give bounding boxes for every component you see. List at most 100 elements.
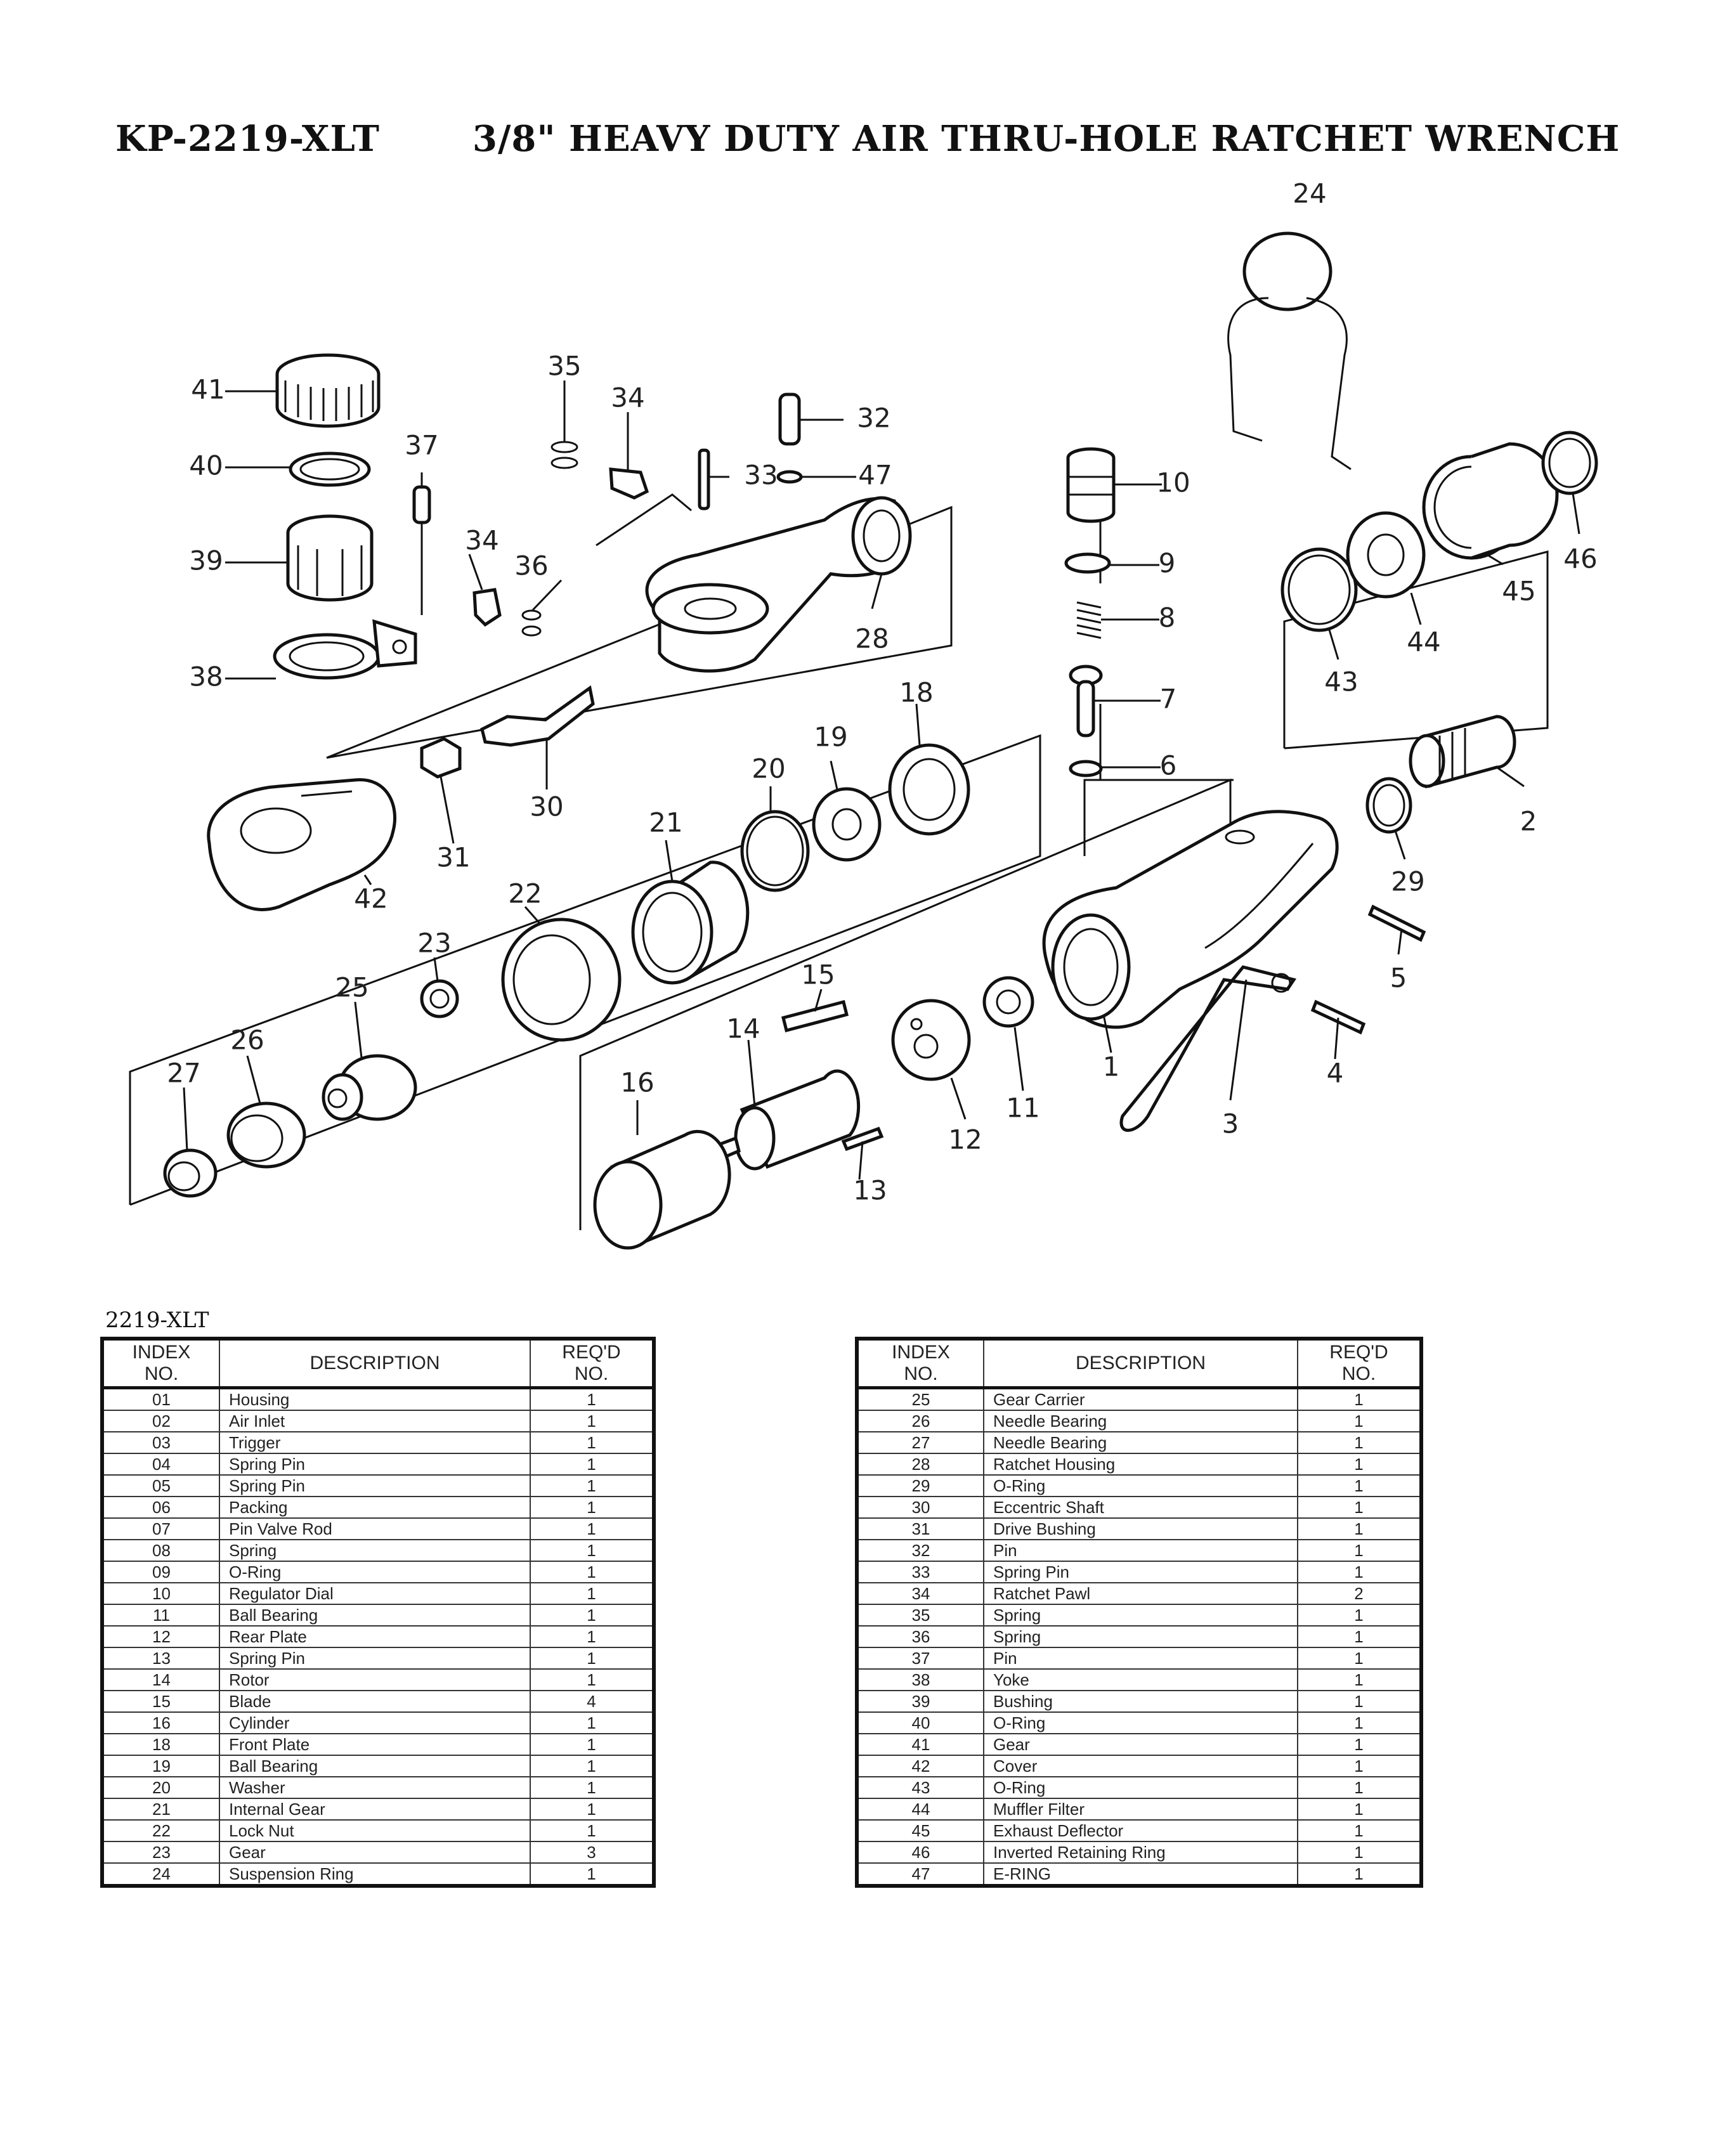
part-index: 18 — [100, 1733, 220, 1756]
callout-44: 44 — [1407, 627, 1440, 658]
part-quantity: 1 — [530, 1410, 656, 1432]
part-quantity: 1 — [530, 1798, 656, 1821]
callout-46: 46 — [1563, 543, 1597, 575]
part-quantity: 1 — [1297, 1647, 1423, 1670]
part-19-ball-bearing — [812, 787, 882, 862]
part-index: 44 — [855, 1798, 984, 1821]
part-quantity: 1 — [530, 1539, 656, 1562]
part-index: 40 — [855, 1711, 984, 1734]
part-quantity: 1 — [530, 1496, 656, 1519]
callout-9: 9 — [1159, 548, 1176, 579]
callout-29: 29 — [1391, 866, 1424, 897]
part-description: Blade — [219, 1690, 531, 1713]
part-index: 20 — [100, 1776, 220, 1799]
part-18-front-plate — [888, 743, 970, 836]
part-index: 46 — [855, 1841, 984, 1864]
part-description: Cylinder — [219, 1711, 531, 1734]
part-index: 13 — [100, 1647, 220, 1670]
callout-14: 14 — [726, 1013, 760, 1044]
part-25-gear-carrier — [322, 1054, 417, 1121]
part-quantity: 1 — [1297, 1711, 1423, 1734]
callout-40: 40 — [189, 450, 223, 481]
part-quantity: 3 — [530, 1841, 656, 1864]
part-index: 23 — [100, 1841, 220, 1864]
part-description: Needle Bearing — [983, 1410, 1298, 1432]
part-description: Ball Bearing — [219, 1755, 531, 1777]
part-45-exhaust-deflector — [1422, 442, 1559, 560]
callout-12: 12 — [948, 1124, 982, 1155]
callout-34-upper: 34 — [611, 382, 644, 413]
part-description: Cover — [983, 1755, 1298, 1777]
part-description: Bushing — [983, 1690, 1298, 1713]
model-number: KP-2219-XLT — [115, 118, 380, 160]
header-description: DESCRIPTION — [219, 1337, 531, 1389]
part-description: Spring — [983, 1625, 1298, 1648]
part-12-rear-plate — [891, 999, 971, 1081]
callout-39: 39 — [189, 545, 223, 576]
part-quantity: 1 — [1297, 1625, 1423, 1648]
part-index: 02 — [100, 1410, 220, 1432]
part-quantity: 1 — [530, 1474, 656, 1497]
part-index: 15 — [100, 1690, 220, 1713]
product-title: 3/8" HEAVY DUTY AIR THRU-HOLE RATCHET WR… — [472, 118, 1620, 160]
part-quantity: 1 — [530, 1517, 656, 1540]
part-quantity: 1 — [1297, 1755, 1423, 1777]
part-quantity: 1 — [530, 1733, 656, 1756]
part-21-internal-gear — [631, 860, 750, 985]
part-index: 04 — [100, 1453, 220, 1476]
part-6-packing — [1069, 760, 1103, 777]
part-index: 29 — [855, 1474, 984, 1497]
part-34-ratchet-pawl — [472, 467, 649, 627]
part-15-blade — [781, 999, 849, 1033]
part-description: Rear Plate — [219, 1625, 531, 1648]
part-quantity: 4 — [530, 1690, 656, 1713]
exploded-parts-diagram: 41 40 39 38 37 34 36 35 34 33 32 47 28 3… — [129, 178, 1598, 1250]
part-description: Exhaust Deflector — [983, 1819, 1298, 1842]
part-index: 07 — [100, 1517, 220, 1540]
callout-27: 27 — [167, 1058, 200, 1089]
part-description: Housing — [219, 1387, 531, 1411]
callout-6: 6 — [1160, 750, 1177, 781]
callout-47: 47 — [858, 460, 892, 491]
part-quantity: 1 — [1297, 1798, 1423, 1821]
part-index: 47 — [855, 1862, 984, 1888]
part-index: 34 — [855, 1582, 984, 1605]
part-index: 39 — [855, 1690, 984, 1713]
part-3-trigger — [1119, 965, 1297, 1132]
callout-28: 28 — [855, 623, 889, 654]
callout-30: 30 — [530, 791, 563, 822]
part-description: Trigger — [219, 1431, 531, 1454]
part-description: Pin — [983, 1539, 1298, 1562]
part-index: 24 — [100, 1862, 220, 1888]
part-32-pin — [778, 393, 801, 446]
part-description: O-Ring — [983, 1711, 1298, 1734]
part-1-housing — [1042, 810, 1339, 1029]
callout-45: 45 — [1502, 576, 1535, 607]
callout-20: 20 — [752, 753, 785, 784]
part-description: Spring Pin — [219, 1453, 531, 1476]
part-quantity: 1 — [530, 1647, 656, 1670]
part-index: 09 — [100, 1561, 220, 1583]
part-quantity: 1 — [530, 1431, 656, 1454]
table-caption: 2219-XLT — [105, 1308, 209, 1333]
part-index: 21 — [100, 1798, 220, 1821]
